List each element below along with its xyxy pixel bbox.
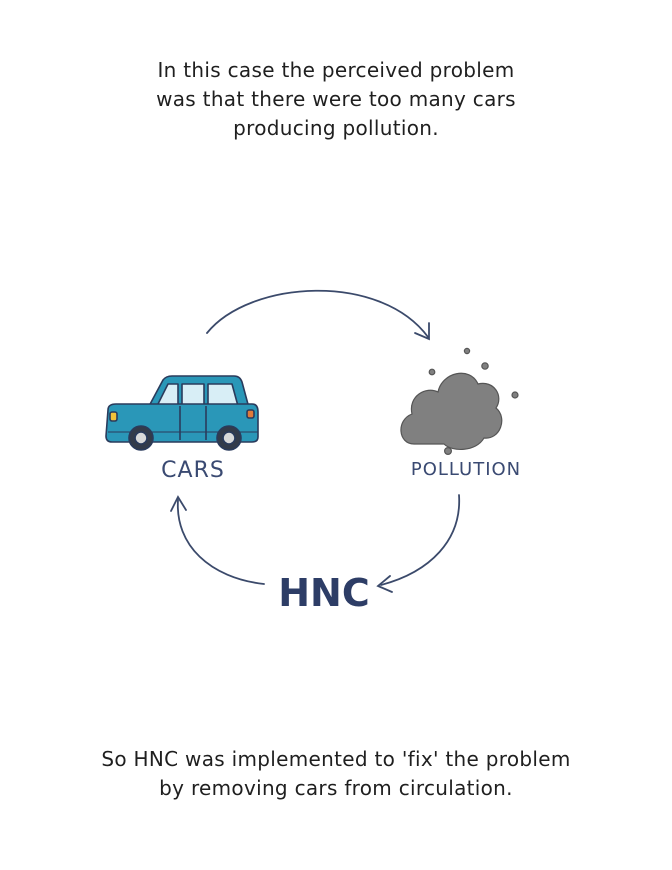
arrow-pollution-to-hnc bbox=[376, 494, 460, 593]
node-label-pollution: POLLUTION bbox=[410, 459, 522, 480]
caption-bottom-line-1: So HNC was implemented to 'fix' the prob… bbox=[101, 747, 571, 771]
caption-bottom-line-2: by removing cars from circulation. bbox=[159, 776, 513, 800]
car-icon bbox=[105, 375, 259, 451]
pollution-cloud-icon bbox=[400, 347, 519, 456]
arrow-hnc-to-cars bbox=[170, 495, 265, 585]
caption-top-line-3: producing pollution. bbox=[233, 116, 439, 140]
arrow-cars-to-pollution bbox=[206, 289, 430, 341]
caption-bottom: So HNC was implemented to 'fix' the prob… bbox=[0, 745, 672, 803]
caption-top: In this case the perceived problem was t… bbox=[0, 56, 672, 143]
node-label-hnc: HNC bbox=[278, 571, 370, 615]
caption-top-line-2: was that there were too many cars bbox=[156, 87, 516, 111]
node-label-cars: CARS bbox=[161, 458, 225, 483]
caption-top-line-1: In this case the perceived problem bbox=[157, 58, 515, 82]
